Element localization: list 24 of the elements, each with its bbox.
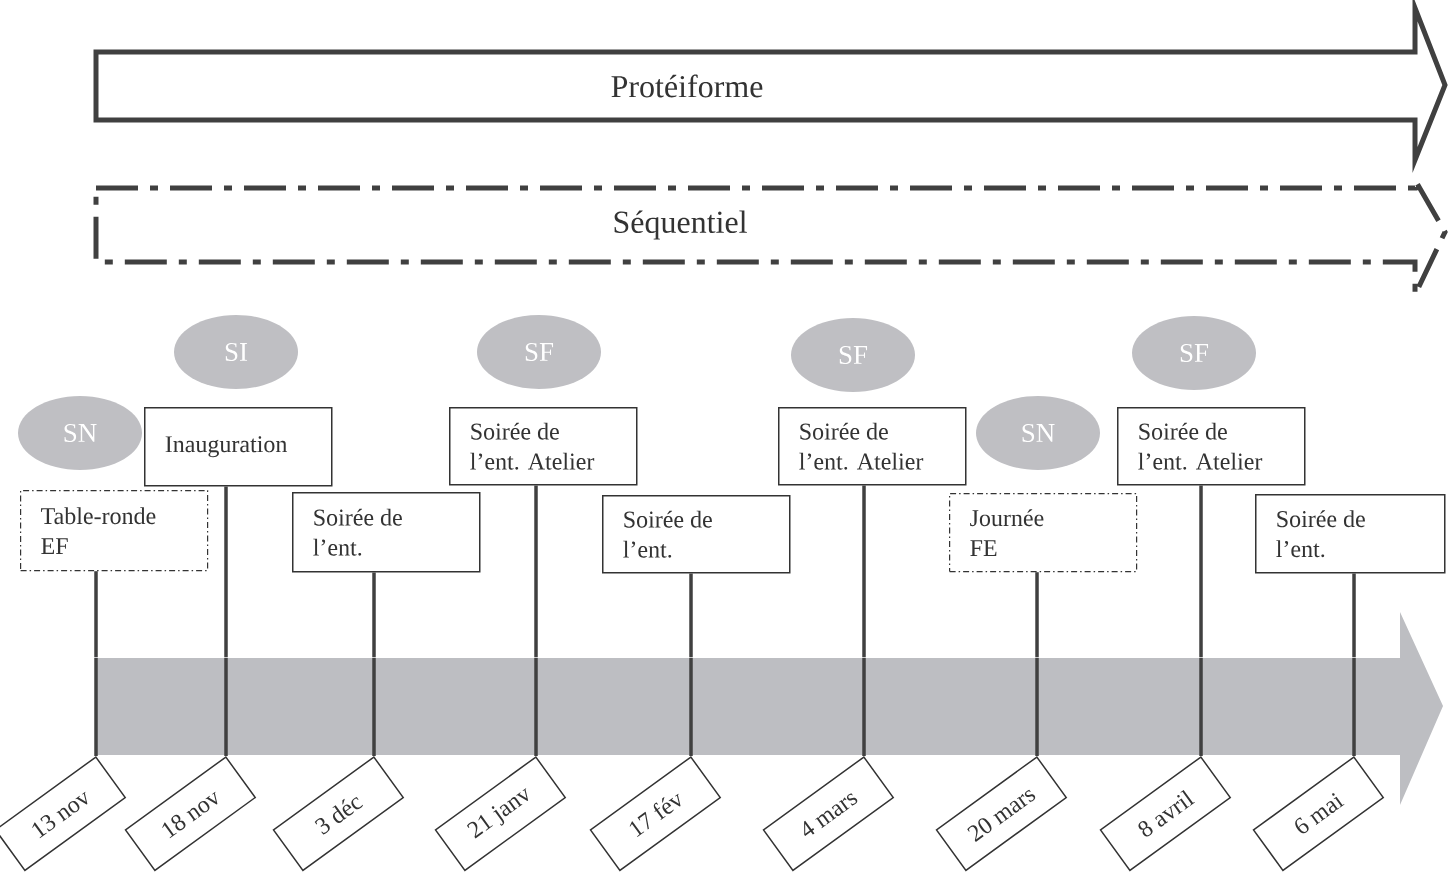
ellipse-badge: SN	[18, 396, 142, 470]
connector-line	[689, 573, 693, 658]
connector-line	[862, 485, 866, 658]
event-box: Inauguration	[144, 407, 333, 487]
event-box: Soirée de l’ent. Atelier	[778, 407, 967, 486]
connector-line	[534, 485, 538, 658]
ellipse-badge: SF	[791, 318, 915, 392]
connector-line	[372, 572, 376, 658]
connector-line	[1199, 485, 1203, 658]
connector-line	[94, 571, 98, 658]
ellipse-badge: SI	[174, 315, 298, 389]
event-box: Soirée de l’ent. Atelier	[1117, 407, 1306, 486]
connector-line	[1352, 573, 1356, 658]
ellipse-badge: SF	[477, 315, 601, 389]
ellipse-badge: SN	[976, 396, 1100, 470]
event-box: Soirée de l’ent.	[1255, 494, 1446, 574]
event-box: Journée FE	[949, 493, 1138, 573]
event-box: Soirée de l’ent.	[292, 492, 481, 573]
connector-line	[224, 486, 228, 658]
event-box: Table-ronde EF	[20, 490, 209, 572]
event-box: Soirée de l’ent.	[602, 495, 791, 574]
connector-line	[1035, 572, 1039, 658]
event-box: Soirée de l’ent. Atelier	[449, 407, 638, 486]
ellipse-badge: SF	[1132, 316, 1256, 390]
